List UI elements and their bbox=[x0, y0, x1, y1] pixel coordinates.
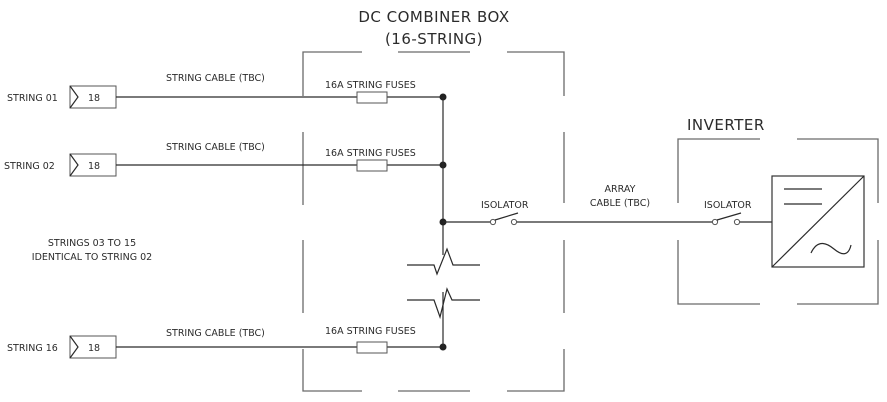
note-line-2: IDENTICAL TO STRING 02 bbox=[32, 252, 152, 263]
string-cable-label: STRING CABLE (TBC) bbox=[166, 73, 265, 84]
inverter-isolator: ISOLATOR bbox=[704, 200, 772, 226]
module-count: 18 bbox=[88, 93, 100, 104]
isolator-switch-icon bbox=[711, 212, 742, 226]
fuse-icon bbox=[356, 159, 388, 172]
string-label: STRING 02 bbox=[4, 161, 55, 172]
fuse-icon bbox=[356, 341, 388, 354]
combiner-box-title: DC COMBINER BOX bbox=[358, 8, 509, 26]
array-cable-label-1: ARRAY bbox=[605, 184, 636, 195]
string-label: STRING 16 bbox=[7, 343, 58, 354]
fuse-icon bbox=[356, 91, 388, 104]
string-cable-label: STRING CABLE (TBC) bbox=[166, 142, 265, 153]
isolator-switch-icon bbox=[489, 212, 519, 226]
string-cable-label: STRING CABLE (TBC) bbox=[166, 328, 265, 339]
array-cable-label-2: CABLE (TBC) bbox=[590, 198, 650, 209]
fuse-label: 16A STRING FUSES bbox=[325, 148, 416, 159]
isolator-label: ISOLATOR bbox=[481, 200, 529, 211]
combiner-box-subtitle: (16-STRING) bbox=[385, 30, 483, 48]
note-line-1: STRINGS 03 TO 15 bbox=[48, 238, 136, 249]
break-symbol-icon bbox=[407, 287, 480, 320]
string-02: STRING 02 18 STRING CABLE (TBC) 16A STRI… bbox=[4, 142, 447, 177]
fuse-label: 16A STRING FUSES bbox=[325, 326, 416, 337]
string-01: STRING 01 18 STRING CABLE (TBC) 16A STRI… bbox=[7, 73, 447, 109]
combiner-isolator: ISOLATOR bbox=[443, 200, 713, 226]
isolator-label: ISOLATOR bbox=[704, 200, 752, 211]
module-count: 18 bbox=[88, 161, 100, 172]
dc-ac-converter-icon bbox=[771, 175, 865, 268]
break-symbol-icon bbox=[407, 247, 480, 276]
module-count: 18 bbox=[88, 343, 100, 354]
string-16: STRING 16 18 STRING CABLE (TBC) 16A STRI… bbox=[7, 326, 447, 359]
pv-string-icon bbox=[69, 85, 117, 109]
string-label: STRING 01 bbox=[7, 93, 58, 104]
inverter-title: INVERTER bbox=[687, 116, 765, 134]
pv-string-icon bbox=[69, 335, 117, 359]
fuse-label: 16A STRING FUSES bbox=[325, 80, 416, 91]
inverter-enclosure bbox=[677, 138, 879, 305]
combiner-box-enclosure bbox=[302, 51, 565, 392]
